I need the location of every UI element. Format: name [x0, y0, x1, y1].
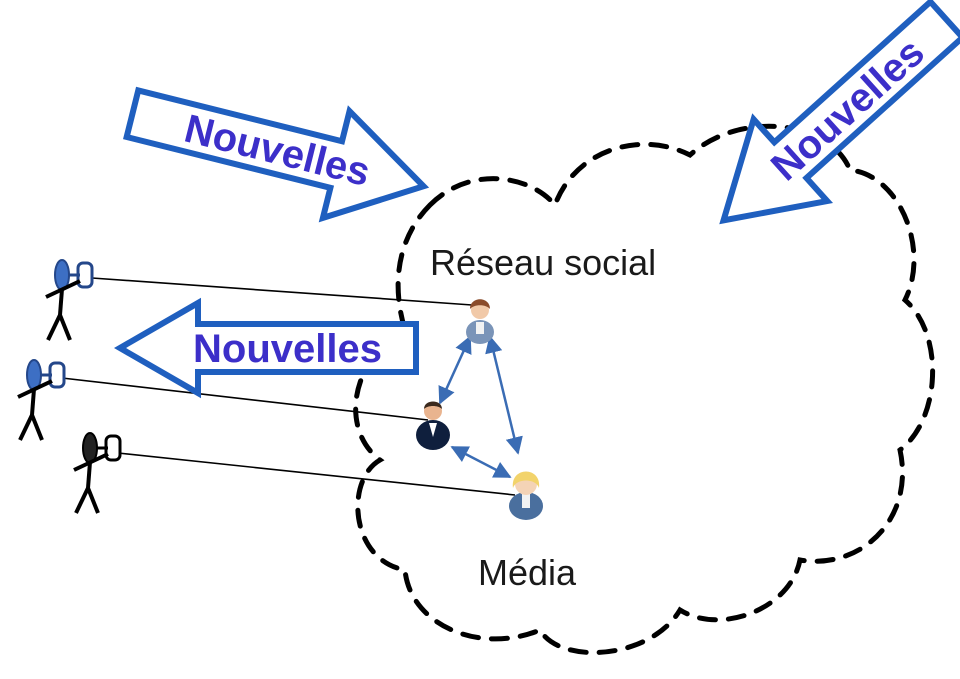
stick-figure-icon: [17, 359, 66, 441]
stick-figure-icon: [45, 259, 94, 341]
observer-link-3: [117, 452, 516, 496]
person-dark-icon: [416, 401, 450, 450]
link-top-left: [438, 335, 472, 405]
stick-figure-icon: [73, 432, 122, 514]
incoming-news-arrow-right: Nouvelles: [719, 0, 960, 225]
incoming-news-arrow-left: Nouvelles: [123, 86, 430, 223]
outgoing-news-arrow: Nouvelles: [113, 297, 419, 399]
social-network-cloud: [353, 123, 935, 656]
observer-link-1: [91, 277, 473, 306]
media-label: Média: [478, 552, 577, 593]
cloud-label: Réseau social: [430, 242, 656, 283]
link-left-bottom: [450, 445, 512, 479]
arrow-label-outgoing: Nouvelles: [193, 327, 382, 371]
person-brown-icon: [466, 299, 494, 344]
observer-link-2: [61, 377, 429, 421]
link-top-bottom: [485, 335, 523, 455]
person-blonde-icon: [509, 471, 543, 520]
